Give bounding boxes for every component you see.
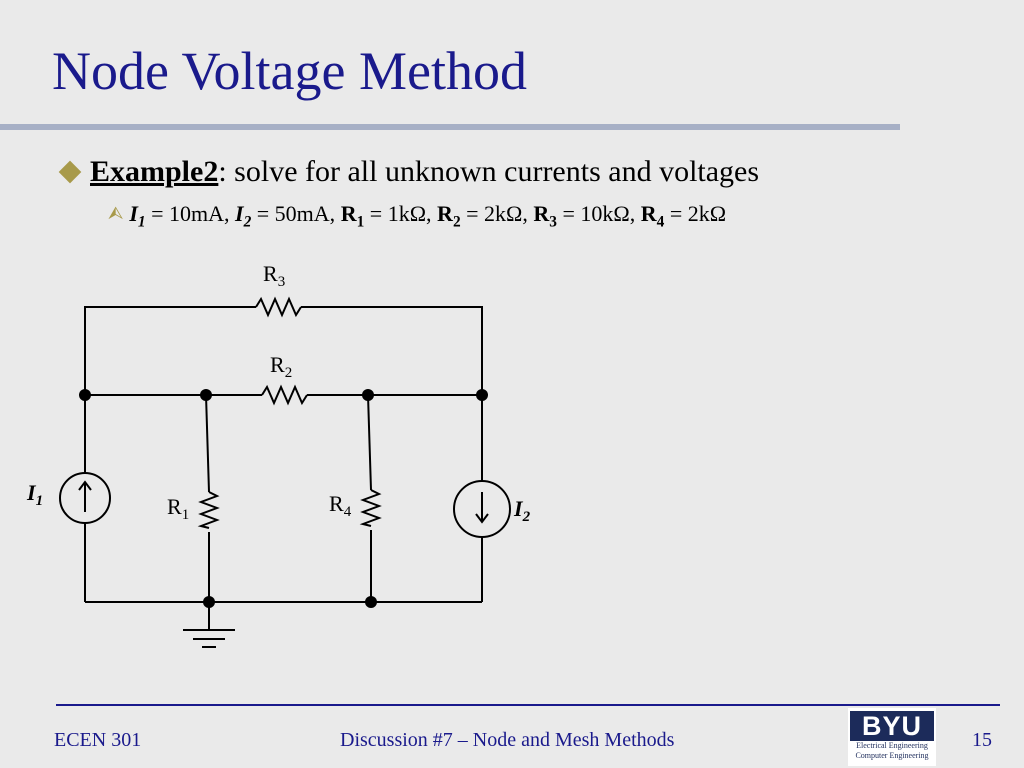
r4-value: = 2kΩ: [664, 201, 727, 226]
i1-sub: 1: [137, 213, 146, 231]
bullet-values: ⮙I1 = 10mA, I2 = 50mA, R1 = 1kΩ, R2 = 2k…: [108, 201, 726, 231]
r1-sub: 1: [356, 213, 365, 231]
footer-course: ECEN 301: [54, 729, 142, 751]
example-text: : solve for all unknown currents and vol…: [218, 155, 760, 188]
r2-sub: 2: [452, 213, 461, 231]
wire-r1: [205, 394, 210, 602]
r2-resistor: [261, 384, 308, 406]
node-dot: [79, 389, 91, 401]
r2-value: = 2kΩ,: [460, 201, 534, 226]
byu-logo-text: BYU: [850, 711, 934, 741]
i1-arrow-icon: [78, 480, 92, 512]
footer-divider: [56, 704, 1000, 706]
page-number: 15: [972, 729, 992, 751]
bullet-example: Example2: solve for all unknown currents…: [56, 155, 759, 189]
node-dot: [365, 596, 377, 608]
node-dot: [200, 389, 212, 401]
wire-r4: [367, 394, 372, 602]
r4-resistor: [359, 489, 382, 527]
r3-resistor: [255, 296, 302, 318]
logo-line-1: Electrical Engineering: [856, 741, 928, 750]
r1-value: = 1kΩ,: [364, 201, 438, 226]
r3-value: = 10kΩ,: [557, 201, 641, 226]
r4-name: R: [640, 201, 657, 226]
node-dot: [476, 389, 488, 401]
r3-name: R: [533, 201, 550, 226]
logo-line-2: Computer Engineering: [855, 751, 929, 760]
i1-source: [59, 472, 111, 524]
i2-name: I: [235, 201, 244, 226]
byu-logo: BYU Electrical Engineering Computer Engi…: [848, 708, 936, 766]
i1-value: = 10mA,: [145, 201, 235, 226]
label-i1: I1: [26, 480, 43, 509]
wire-r3-right: [301, 306, 483, 395]
node-dot: [203, 596, 215, 608]
i1-name: I: [129, 201, 138, 226]
example-label: Example2: [90, 155, 219, 188]
i2-arrow-icon: [475, 492, 489, 524]
r3-sub: 3: [549, 213, 557, 231]
label-r4: R4: [329, 491, 352, 520]
i2-source: [453, 480, 511, 538]
r1-resistor: [197, 491, 220, 529]
node-dot: [362, 389, 374, 401]
i2-value: = 50mA,: [251, 201, 341, 226]
label-r2: R2: [270, 352, 292, 381]
label-r1: R1: [167, 494, 189, 523]
label-i2: I2: [513, 496, 531, 525]
slide-title: Node Voltage Method: [52, 41, 527, 101]
r1-name: R: [340, 201, 357, 226]
r4-sub: 4: [656, 213, 665, 231]
r2-name: R: [437, 201, 453, 226]
arrow-bullet-icon: ⮙: [108, 203, 124, 224]
wire-r3-left: [84, 306, 256, 395]
ground-icon: [183, 602, 235, 648]
footer-topic: Discussion #7 – Node and Mesh Methods: [340, 729, 675, 751]
label-r3: R3: [263, 261, 285, 290]
i2-sub: 2: [243, 213, 252, 231]
title-divider: [0, 124, 900, 130]
